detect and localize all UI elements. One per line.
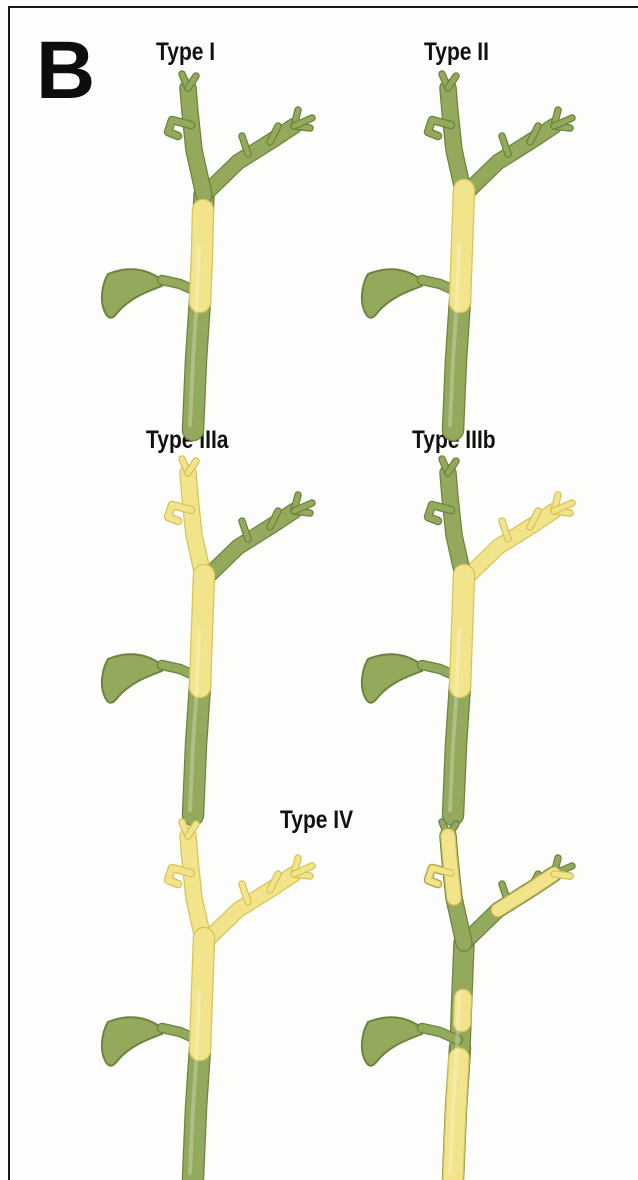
gallbladder bbox=[362, 654, 422, 703]
gallbladder bbox=[362, 1017, 422, 1066]
type-iv-diagram-right bbox=[358, 818, 578, 1178]
gallbladder bbox=[102, 1017, 162, 1066]
type-i-diagram bbox=[98, 70, 318, 430]
type-iiia-diagram bbox=[98, 455, 318, 815]
frame-left-border bbox=[8, 6, 10, 1180]
type-iiib-diagram bbox=[358, 455, 578, 815]
frame-top-border bbox=[10, 6, 638, 8]
tumor-segment-mid bbox=[462, 998, 463, 1023]
gallbladder bbox=[362, 269, 422, 318]
duct-lhd bbox=[204, 126, 294, 195]
duct-lhd bbox=[204, 874, 294, 943]
duct-lhd bbox=[204, 511, 294, 580]
tumor-segment-left-tip bbox=[554, 874, 570, 876]
type-ii-diagram bbox=[358, 70, 578, 430]
duct-lhd bbox=[464, 126, 554, 195]
panel-letter: B bbox=[36, 30, 95, 112]
gallbladder bbox=[102, 269, 162, 318]
type-ii-label: Type II bbox=[424, 40, 489, 65]
tumor-segment-right bbox=[448, 836, 454, 898]
duct-lhd bbox=[464, 511, 554, 580]
type-i-label: Type I bbox=[156, 40, 215, 65]
type-iv-diagram-left bbox=[98, 818, 318, 1178]
gallbladder bbox=[102, 654, 162, 703]
